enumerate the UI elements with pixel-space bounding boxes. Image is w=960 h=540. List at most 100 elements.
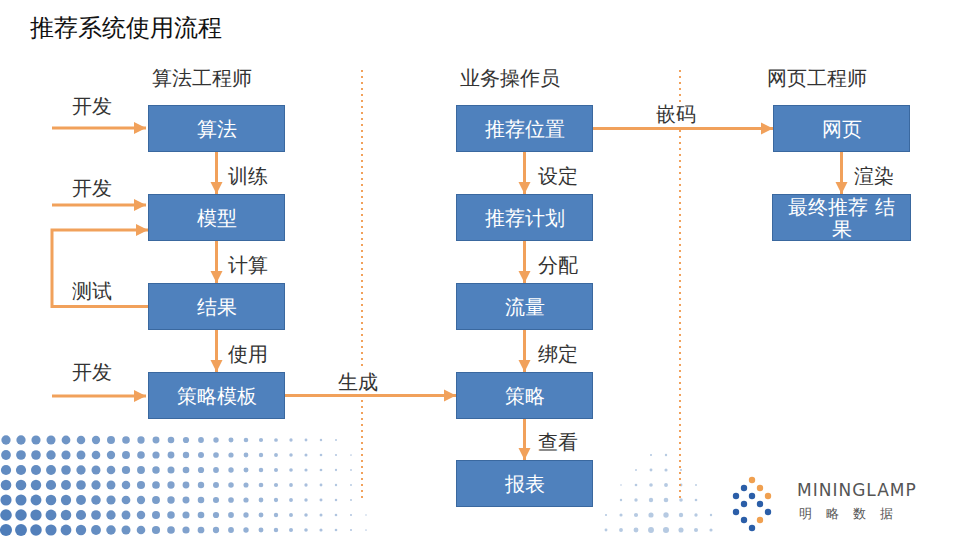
halftone-dot — [213, 452, 219, 458]
halftone-dot — [335, 484, 337, 486]
halftone-dot — [274, 528, 278, 532]
process-box: 算法 — [148, 105, 285, 152]
halftone-dot — [167, 526, 175, 534]
halftone-dot — [634, 513, 638, 517]
box-label: 策略 — [505, 385, 545, 407]
halftone-dot — [168, 437, 175, 444]
halftone-dot — [106, 495, 115, 504]
halftone-dot — [46, 480, 56, 490]
halftone-dot — [198, 467, 204, 473]
halftone-dot — [62, 436, 71, 445]
halftone-dot — [31, 495, 42, 506]
halftone-dot — [183, 497, 190, 504]
halftone-dot — [679, 513, 683, 517]
halftone-dot — [228, 527, 234, 533]
halftone-dot — [0, 524, 12, 536]
halftone-dot — [274, 498, 278, 502]
process-box: 推荐位置 — [456, 105, 593, 152]
halftone-dot — [259, 483, 264, 488]
halftone-dot — [274, 513, 278, 517]
halftone-dot — [61, 510, 72, 521]
halftone-dot — [350, 514, 352, 516]
halftone-dot — [619, 513, 622, 516]
flow-arrow — [215, 241, 218, 283]
halftone-dot — [213, 437, 218, 442]
flow-arrow — [215, 330, 218, 372]
halftone-dot — [106, 525, 115, 534]
input-label: 开发 — [70, 360, 114, 384]
halftone-dot — [122, 451, 130, 459]
logo-dot — [749, 525, 755, 531]
halftone-dot — [198, 482, 204, 488]
edge-label: 生成 — [336, 370, 380, 394]
halftone-dot — [244, 438, 249, 443]
halftone-dot — [47, 436, 56, 445]
halftone-dot — [213, 497, 219, 503]
halftone-dot — [183, 482, 190, 489]
edge-label: 查看 — [536, 430, 580, 454]
box-label: 推荐位置 — [485, 118, 565, 140]
box-label: 算法 — [197, 118, 237, 140]
column-header: 网页工程师 — [765, 66, 869, 90]
halftone-dot — [1, 435, 10, 444]
halftone-dot — [213, 527, 219, 533]
halftone-dot — [92, 436, 100, 444]
halftone-dot — [183, 467, 190, 474]
halftone-dot — [31, 450, 41, 460]
halftone-dot — [228, 452, 233, 457]
halftone-dot — [137, 526, 146, 535]
halftone-dot — [620, 484, 622, 486]
halftone-dot — [259, 438, 263, 442]
halftone-dot — [137, 511, 145, 519]
halftone-dot — [244, 453, 249, 458]
box-label: 模型 — [197, 207, 237, 229]
halftone-dot — [619, 528, 623, 532]
halftone-dot — [228, 467, 233, 472]
box-label: 流量 — [505, 296, 545, 318]
process-box: 策略 — [456, 372, 593, 419]
halftone-dot — [664, 468, 667, 471]
halftone-dot — [152, 481, 160, 489]
halftone-dot — [335, 454, 337, 456]
halftone-dot — [92, 466, 101, 475]
halftone-dot — [304, 453, 307, 456]
halftone-dot — [16, 435, 25, 444]
halftone-dot — [183, 437, 189, 443]
box-label: 推荐计划 — [485, 207, 565, 229]
halftone-dot — [304, 498, 307, 501]
logo-dot — [765, 493, 771, 499]
halftone-dot — [61, 465, 71, 475]
logo-wordmark: MININGLAMP — [795, 480, 919, 500]
halftone-dot — [244, 468, 249, 473]
halftone-dot — [259, 453, 263, 457]
halftone-dot — [320, 469, 323, 472]
halftone-dot — [320, 439, 322, 441]
halftone-dot — [61, 525, 72, 536]
halftone-dot — [350, 469, 352, 471]
halftone-dot — [45, 524, 56, 535]
halftone-dot — [695, 484, 697, 486]
halftone-dot — [137, 466, 145, 474]
column-header: 算法工程师 — [150, 66, 254, 90]
edge-label: 渲染 — [852, 164, 896, 188]
halftone-dot — [122, 481, 130, 489]
edge-label: 计算 — [226, 253, 270, 277]
logo-dot — [765, 509, 771, 515]
process-box: 结果 — [148, 283, 285, 330]
logo-dot — [741, 501, 747, 507]
halftone-dot — [46, 465, 56, 475]
flow-arrow — [840, 152, 843, 194]
halftone-dot — [31, 435, 40, 444]
halftone-dot — [182, 526, 189, 533]
halftone-dot — [605, 514, 607, 516]
halftone-dot — [648, 527, 654, 533]
halftone-dot — [289, 513, 293, 517]
edge-label: 设定 — [536, 164, 580, 188]
halftone-dot — [289, 483, 293, 487]
halftone-dot — [350, 499, 352, 501]
halftone-dot — [198, 512, 205, 519]
halftone-dot — [122, 436, 130, 444]
halftone-dot — [228, 512, 234, 518]
halftone-dot — [213, 467, 219, 473]
halftone-dot — [153, 437, 160, 444]
